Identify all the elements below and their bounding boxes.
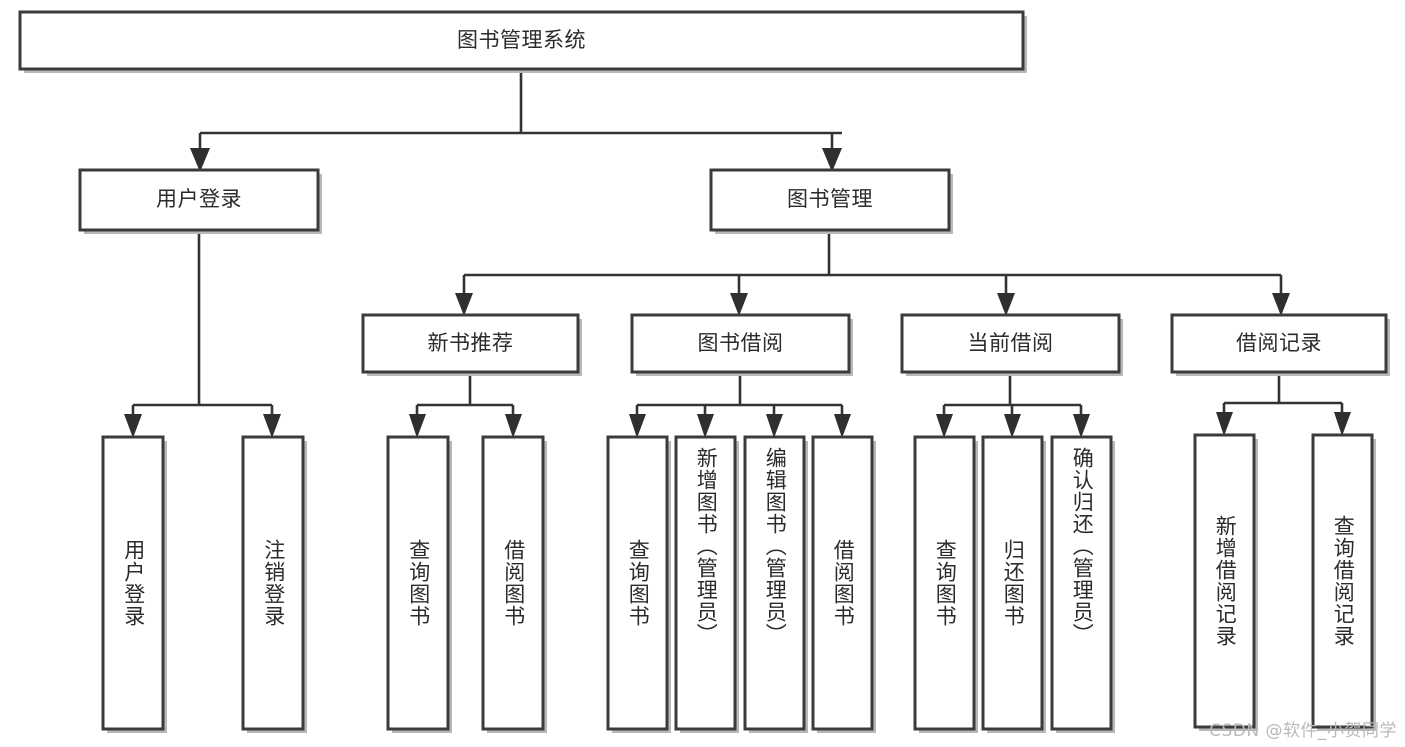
arrow-head-icon (629, 414, 646, 438)
arrow-head-icon (1073, 414, 1090, 438)
arrow-head-icon (1272, 293, 1290, 316)
connector-group-book-manage (455, 232, 1290, 316)
node-box-leaf-add-record[interactable] (1193, 433, 1256, 729)
node-box-book-borrow[interactable] (630, 313, 851, 374)
arrow-head-icon (190, 148, 210, 172)
node-box-root[interactable] (18, 10, 1025, 71)
arrow-head-icon (936, 414, 953, 438)
arrow-head-icon (697, 414, 714, 438)
arrow-head-icon (730, 293, 748, 316)
arrow-head-icon (263, 414, 281, 438)
node-box-borrow-record[interactable] (1170, 313, 1388, 374)
arrow-head-icon (505, 414, 522, 438)
node-box-leaf-edit-book[interactable] (743, 435, 806, 731)
node-box-leaf-query-record[interactable] (1311, 433, 1374, 729)
arrow-head-icon (1334, 412, 1351, 436)
arrow-head-icon (997, 293, 1015, 316)
node-box-leaf-user-login[interactable] (101, 435, 165, 731)
node-box-leaf-logout-login[interactable] (241, 435, 305, 731)
arrow-head-icon (455, 293, 473, 316)
node-box-leaf-query-book-2[interactable] (606, 435, 669, 731)
connector-group-user-login (124, 232, 281, 438)
connector-group-current-borrow (936, 376, 1090, 438)
arrow-head-icon (124, 414, 142, 438)
arrow-head-icon (822, 148, 842, 172)
arrow-head-icon (766, 414, 783, 438)
node-box-leaf-return-book[interactable] (981, 435, 1044, 731)
arrow-head-icon (1216, 412, 1233, 436)
node-box-leaf-query-book-1[interactable] (386, 435, 450, 731)
arrow-head-icon (409, 414, 426, 438)
node-box-current-borrow[interactable] (900, 313, 1121, 374)
node-box-leaf-borrow-book-2[interactable] (811, 435, 874, 731)
arrow-head-icon (834, 414, 851, 438)
node-box-leaf-query-book-3[interactable] (913, 435, 976, 731)
node-box-book-manage[interactable] (709, 168, 951, 232)
connector-group-root (190, 70, 842, 172)
node-box-new-book-rec[interactable] (361, 313, 580, 374)
node-box-leaf-add-book[interactable] (674, 435, 737, 731)
node-box-leaf-borrow-book-1[interactable] (481, 435, 545, 731)
connector-group-book-borrow (629, 376, 851, 438)
arrow-head-icon (1004, 414, 1021, 438)
connector-group-new-book-rec (409, 376, 522, 438)
node-box-user-login[interactable] (78, 168, 320, 232)
connector-group-borrow-record (1216, 376, 1351, 436)
node-box-leaf-confirm-return[interactable] (1050, 435, 1113, 731)
